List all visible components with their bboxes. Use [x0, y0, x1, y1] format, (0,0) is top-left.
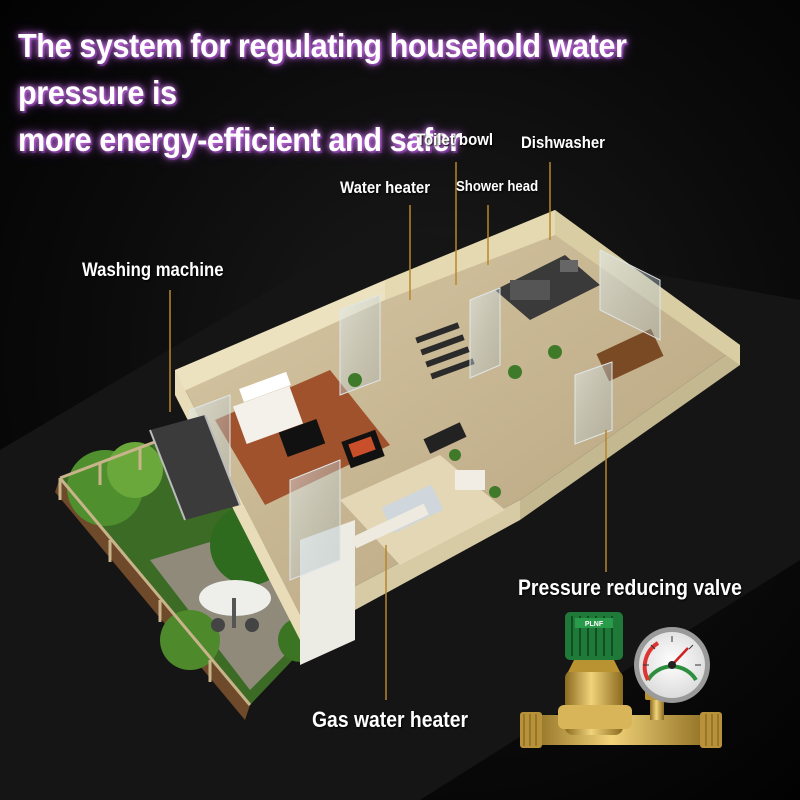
- label-washing-machine: Washing machine: [82, 260, 224, 281]
- label-pressure-reducing-valve: Pressure reducing valve: [518, 575, 742, 600]
- living-room: [340, 422, 505, 565]
- leader-lines: [169, 162, 607, 700]
- label-water-heater: Water heater: [340, 178, 431, 197]
- label-shower-head: Shower head: [456, 178, 539, 195]
- bedroom: [215, 370, 390, 505]
- label-toilet-bowl: Toilet bowl: [416, 130, 494, 149]
- kitchen: [495, 255, 664, 382]
- label-dishwasher: Dishwasher: [521, 133, 605, 152]
- indoor-plants: [348, 345, 562, 498]
- pressure-reducing-valve: PLNF: [520, 612, 722, 748]
- valve-cap-text: PLNF: [585, 621, 604, 628]
- page-title: The system for regulating household wate…: [18, 22, 734, 163]
- balcony: [149, 414, 241, 521]
- stairs: [415, 322, 475, 380]
- title-line-2: more energy-efficient and safer: [18, 121, 461, 158]
- title-line-1: The system for regulating household wate…: [18, 27, 627, 111]
- label-gas-water-heater: Gas water heater: [312, 707, 469, 732]
